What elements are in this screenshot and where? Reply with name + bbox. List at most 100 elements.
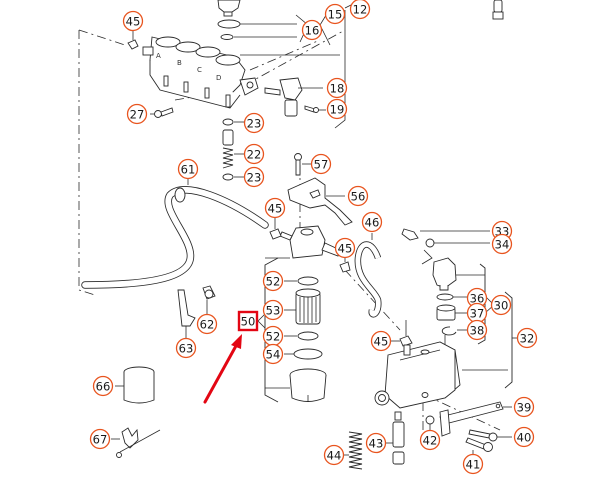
seal-ring-54[interactable] bbox=[293, 348, 323, 360]
callout-circle bbox=[491, 233, 513, 255]
spring-44[interactable] bbox=[348, 431, 363, 470]
callout-57[interactable]: 57 bbox=[310, 153, 332, 175]
callout-label: 18 bbox=[330, 82, 345, 96]
filter-bowl[interactable] bbox=[289, 368, 327, 402]
bolt-41[interactable] bbox=[465, 437, 493, 452]
fuel-hose-61[interactable] bbox=[81, 186, 269, 289]
temp-sensor-33[interactable] bbox=[401, 228, 419, 241]
callout-38[interactable]: 38 bbox=[466, 319, 488, 341]
callout-62[interactable]: 62 bbox=[196, 313, 218, 335]
callout-label: 39 bbox=[517, 401, 532, 415]
injector-top-part[interactable] bbox=[217, 0, 241, 17]
hose-clamp-45d[interactable] bbox=[399, 335, 413, 347]
fuel-pump-body[interactable] bbox=[374, 341, 461, 409]
bracket-screw-57[interactable] bbox=[294, 153, 302, 176]
callout-18[interactable]: 18 bbox=[326, 77, 348, 99]
seal-ring-52b[interactable] bbox=[297, 331, 319, 341]
callout-circle bbox=[513, 426, 535, 448]
mounting-bracket-56[interactable] bbox=[287, 177, 353, 226]
callout-label: 41 bbox=[466, 458, 481, 472]
callout-44[interactable]: 44 bbox=[323, 444, 345, 466]
callout-label: 27 bbox=[130, 108, 145, 122]
callout-16[interactable]: 16 bbox=[301, 19, 323, 41]
callout-circle bbox=[262, 343, 284, 365]
callout-50[interactable]: 50 bbox=[237, 310, 259, 332]
snap-ring-38[interactable] bbox=[441, 326, 457, 336]
callout-circle bbox=[177, 158, 199, 180]
callout-56[interactable]: 56 bbox=[347, 185, 369, 207]
callout-circle bbox=[243, 112, 265, 134]
callout-43[interactable]: 43 bbox=[365, 432, 387, 454]
callout-32[interactable]: 32 bbox=[516, 327, 538, 349]
callout-63[interactable]: 63 bbox=[175, 337, 197, 359]
valve-assembly[interactable] bbox=[432, 257, 457, 291]
callout-circle bbox=[361, 211, 383, 233]
callout-66[interactable]: 66 bbox=[92, 375, 114, 397]
cable-clip-67[interactable] bbox=[116, 427, 161, 458]
callout-27[interactable]: 27 bbox=[126, 103, 148, 125]
callout-45[interactable]: 45 bbox=[370, 330, 392, 352]
callout-45[interactable]: 45 bbox=[122, 10, 144, 32]
callout-label: 23 bbox=[247, 117, 262, 131]
filter-head[interactable] bbox=[279, 225, 341, 259]
nut-42[interactable] bbox=[425, 415, 435, 425]
callout-52[interactable]: 52 bbox=[262, 325, 284, 347]
callout-label: 67 bbox=[93, 433, 108, 447]
callout-41[interactable]: 41 bbox=[462, 453, 484, 475]
o-ring-36[interactable] bbox=[436, 293, 454, 301]
seal-washer-34[interactable] bbox=[425, 238, 435, 248]
callout-23[interactable]: 23 bbox=[243, 166, 265, 188]
filter-element-53[interactable] bbox=[295, 288, 321, 325]
callout-54[interactable]: 54 bbox=[262, 343, 284, 365]
callout-circle bbox=[126, 103, 148, 125]
pressure-sensor[interactable] bbox=[264, 77, 303, 117]
hose-clamp-top[interactable] bbox=[127, 39, 139, 50]
callout-53[interactable]: 53 bbox=[262, 299, 284, 321]
callout-circle bbox=[310, 153, 332, 175]
callout-22[interactable]: 22 bbox=[243, 143, 265, 165]
strainer-43[interactable] bbox=[392, 411, 405, 465]
callout-52[interactable]: 52 bbox=[262, 270, 284, 292]
callout-40[interactable]: 40 bbox=[513, 426, 535, 448]
callout-15[interactable]: 15 bbox=[324, 3, 346, 25]
callout-61[interactable]: 61 bbox=[177, 158, 199, 180]
seal-ring-52a[interactable] bbox=[297, 276, 319, 286]
check-valve-parts[interactable] bbox=[222, 118, 234, 181]
callout-23[interactable]: 23 bbox=[243, 112, 265, 134]
bolt-40[interactable] bbox=[468, 429, 498, 442]
support-bracket-39[interactable] bbox=[439, 401, 504, 437]
callout-45[interactable]: 45 bbox=[334, 237, 356, 259]
hose-clamp-45b[interactable] bbox=[269, 228, 282, 240]
callout-19[interactable]: 19 bbox=[326, 98, 348, 120]
callout-label: 46 bbox=[365, 216, 380, 230]
callout-45[interactable]: 45 bbox=[264, 197, 286, 219]
callout-46[interactable]: 46 bbox=[361, 211, 383, 233]
filter-sleeve-66[interactable] bbox=[123, 366, 155, 404]
nut-37[interactable] bbox=[436, 304, 456, 321]
callout-30[interactable]: 30 bbox=[490, 294, 512, 316]
o-ring-large[interactable] bbox=[217, 19, 241, 29]
callout-36[interactable]: 36 bbox=[466, 287, 488, 309]
callout-12[interactable]: 12 bbox=[349, 0, 371, 20]
callout-label: 30 bbox=[494, 299, 509, 313]
fitting-top-right[interactable] bbox=[492, 0, 504, 20]
o-ring-small[interactable] bbox=[220, 34, 234, 40]
callout-label: 66 bbox=[96, 380, 111, 394]
sensor-screw[interactable] bbox=[304, 105, 319, 113]
callout-label: 56 bbox=[351, 190, 366, 204]
holder-bracket-63[interactable] bbox=[177, 289, 196, 327]
hose-clamp-45c[interactable] bbox=[339, 261, 351, 273]
callout-42[interactable]: 42 bbox=[419, 429, 441, 451]
fuel-hose-46[interactable] bbox=[354, 241, 382, 318]
manifold-screw[interactable] bbox=[154, 107, 174, 118]
callout-label: 42 bbox=[423, 434, 438, 448]
callout-39[interactable]: 39 bbox=[513, 396, 535, 418]
callout-label: 61 bbox=[181, 163, 196, 177]
callout-circle bbox=[513, 396, 535, 418]
callout-34[interactable]: 34 bbox=[491, 233, 513, 255]
hose-clip-62[interactable] bbox=[202, 285, 216, 300]
callout-label: 43 bbox=[369, 437, 384, 451]
fuel-rail-manifold[interactable]: A B C D bbox=[142, 36, 259, 109]
callout-67[interactable]: 67 bbox=[89, 428, 111, 450]
callout-37[interactable]: 37 bbox=[466, 302, 488, 324]
